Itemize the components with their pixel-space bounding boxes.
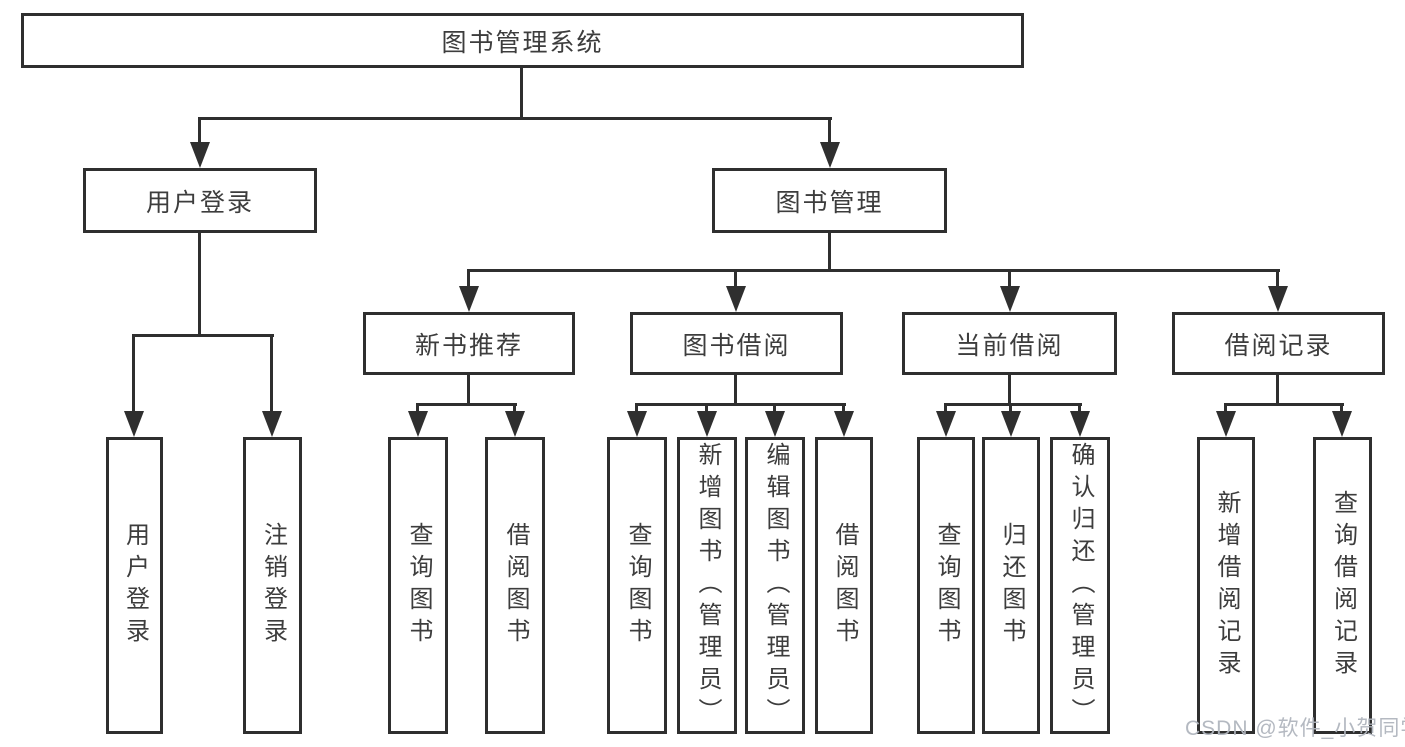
connector-stub-nb-borrow (513, 403, 516, 414)
connector-stub-login-leaf (132, 334, 135, 414)
node-new-book-recommend: 新书推荐 (363, 312, 575, 375)
connector-user-login-branch (132, 334, 274, 337)
arrow-down-nb-query (408, 411, 428, 437)
connector-stub-book-borrowing (734, 269, 737, 290)
connector-new-book-branch (416, 403, 517, 406)
connector-root-down (520, 68, 523, 120)
connector-stub-borrowing-records (1276, 269, 1279, 290)
connector-borrowing-records-down (1276, 375, 1279, 406)
arrow-down-cb-return (1001, 411, 1021, 437)
connector-stub-bb-add (705, 403, 708, 414)
node-leaf-logout: 注销登录 (243, 437, 302, 734)
arrow-down-br-add (1216, 411, 1236, 437)
node-leaf-nb-query-books: 查询图书 (388, 437, 448, 734)
arrow-down-bb-add (697, 411, 717, 437)
connector-stub-user-login (198, 117, 201, 146)
node-leaf-cb-query-books: 查询图书 (917, 437, 975, 734)
node-leaf-bb-add-books-admin: 新增图书（管理员） (677, 437, 737, 734)
connector-stub-br-add (1224, 403, 1227, 414)
node-label: 借阅记录 (1224, 331, 1333, 360)
node-leaf-user-login: 用户登录 (106, 437, 163, 734)
connector-stub-br-query (1340, 403, 1343, 414)
connector-root-branch (198, 117, 832, 120)
node-label: 新书推荐 (414, 331, 523, 360)
connector-borrowing-records-branch (1224, 403, 1344, 406)
node-book-management: 图书管理 (712, 168, 947, 233)
connector-stub-logout-leaf (270, 334, 273, 414)
connector-book-borrowing-branch (635, 403, 846, 406)
connector-stub-cb-query (944, 403, 947, 414)
node-label: 确认归还（管理员） (1067, 441, 1094, 730)
arrow-down-logout-leaf (262, 411, 282, 437)
connector-stub-bb-query (635, 403, 638, 414)
connector-stub-bb-edit (773, 403, 776, 414)
arrow-down-bb-borrow (834, 411, 854, 437)
node-book-borrowing: 图书借阅 (630, 312, 843, 375)
node-label: 查询图书 (405, 521, 432, 650)
connector-user-login-down (198, 233, 201, 337)
arrow-down-new-book (459, 286, 479, 312)
node-label: 图书借阅 (682, 331, 791, 360)
node-user-login: 用户登录 (83, 168, 317, 233)
connector-stub-current-borrowing (1008, 269, 1011, 290)
arrow-down-book-borrowing (726, 286, 746, 312)
node-label: 图书管理 (775, 188, 884, 217)
node-label: 查询借阅记录 (1329, 489, 1357, 682)
arrow-down-bb-edit (765, 411, 785, 437)
node-leaf-cb-return-books: 归还图书 (982, 437, 1040, 734)
arrow-down-cb-query (936, 411, 956, 437)
connector-stub-book-management (828, 117, 831, 146)
node-label: 查询图书 (933, 521, 960, 650)
arrow-down-borrowing-records (1268, 286, 1288, 312)
node-label: 当前借阅 (955, 331, 1064, 360)
arrow-down-br-query (1332, 411, 1352, 437)
connector-book-management-down (828, 233, 831, 272)
arrow-down-nb-borrow (505, 411, 525, 437)
node-label: 图书管理系统 (441, 28, 604, 57)
connector-book-borrowing-down (734, 375, 737, 406)
node-label: 新增借阅记录 (1213, 489, 1240, 682)
connector-stub-cb-confirm (1078, 403, 1081, 414)
node-current-borrowing: 当前借阅 (902, 312, 1117, 375)
node-borrowing-records: 借阅记录 (1172, 312, 1385, 375)
connector-new-book-down (467, 375, 470, 406)
arrow-down-cb-confirm (1070, 411, 1090, 437)
node-label: 注销登录 (259, 521, 287, 650)
node-leaf-br-add-record: 新增借阅记录 (1197, 437, 1255, 734)
node-leaf-bb-edit-books-admin: 编辑图书（管理员） (745, 437, 805, 734)
node-label: 查询图书 (624, 521, 651, 650)
node-leaf-cb-confirm-return-admin: 确认归还（管理员） (1050, 437, 1110, 734)
arrow-down-login-leaf (124, 411, 144, 437)
node-leaf-bb-borrow-books: 借阅图书 (815, 437, 873, 734)
node-label: 用户登录 (121, 521, 149, 650)
connector-current-borrowing-branch (944, 403, 1082, 406)
connector-book-management-branch (467, 269, 1280, 272)
arrow-down-current-borrowing (1000, 286, 1020, 312)
csdn-watermark: CSDN @软件_小贺同学 (1185, 717, 1405, 740)
node-leaf-br-query-record: 查询借阅记录 (1313, 437, 1372, 734)
connector-stub-cb-return (1009, 403, 1012, 414)
node-library-management-system: 图书管理系统 (21, 13, 1024, 68)
node-label: 借阅图书 (502, 521, 529, 650)
arrow-down-bb-query (627, 411, 647, 437)
node-label: 编辑图书（管理员） (762, 441, 789, 730)
node-label: 归还图书 (998, 521, 1025, 650)
node-label: 借阅图书 (831, 521, 858, 650)
node-leaf-nb-borrow-books: 借阅图书 (485, 437, 545, 734)
arrow-down-book-management (820, 142, 840, 168)
node-label: 用户登录 (145, 188, 254, 217)
node-leaf-bb-query-books: 查询图书 (607, 437, 667, 734)
connector-stub-new-book (467, 269, 470, 290)
arrow-down-user-login (190, 142, 210, 168)
connector-current-borrowing-down (1008, 375, 1011, 406)
connector-stub-bb-borrow (842, 403, 845, 414)
connector-stub-nb-query (416, 403, 419, 414)
node-label: 新增图书（管理员） (694, 441, 721, 730)
